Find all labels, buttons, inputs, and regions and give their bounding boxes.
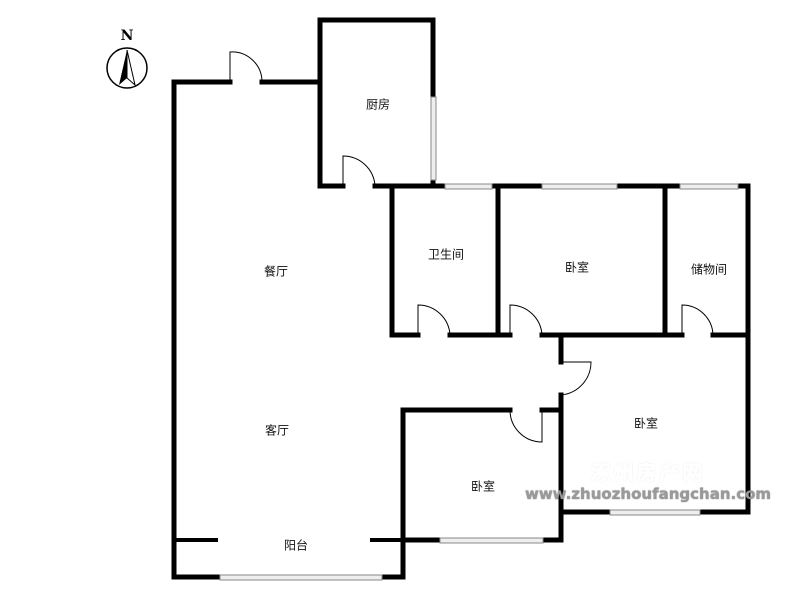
doors bbox=[229, 51, 714, 443]
room-label-living: 客厅 bbox=[264, 423, 290, 438]
room-label-kitchen: 厨房 bbox=[365, 97, 391, 112]
room-label-dining: 餐厅 bbox=[263, 264, 289, 279]
room-label-storage: 储物间 bbox=[690, 262, 728, 277]
walls bbox=[171, 17, 751, 580]
windows bbox=[219, 96, 739, 581]
room-label-bedroom-right: 卧室 bbox=[633, 416, 659, 431]
room-label-bathroom: 卫生间 bbox=[427, 247, 465, 262]
watermark-name: 涿州房产网 bbox=[590, 460, 706, 485]
compass-label: N bbox=[120, 28, 134, 44]
room-label-balcony: 阳台 bbox=[283, 538, 309, 553]
compass-icon bbox=[106, 47, 148, 89]
room-label-bedroom-bottom: 卧室 bbox=[470, 479, 496, 494]
watermark-url: www.zhuozhoufangchan.com bbox=[524, 485, 772, 503]
room-label-bedroom-top: 卧室 bbox=[564, 260, 590, 275]
